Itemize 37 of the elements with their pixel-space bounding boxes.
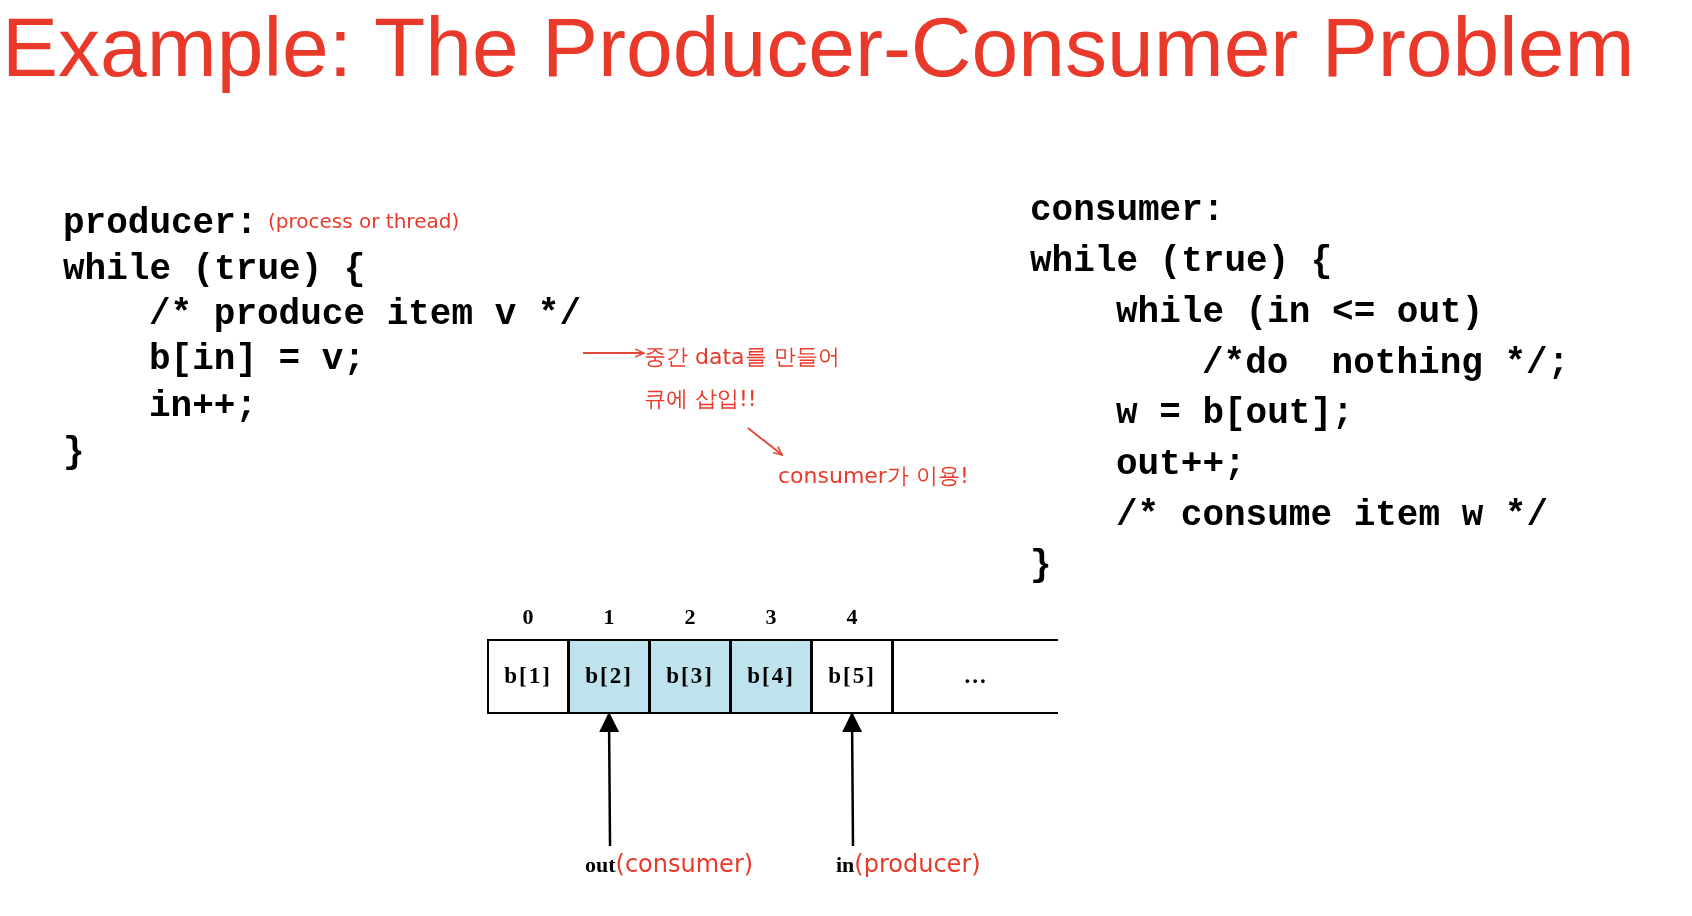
code-line: }: [1030, 546, 1052, 586]
code-line: while (true) {: [1030, 242, 1333, 282]
index-number: 1: [602, 604, 616, 630]
pointer-arrow: [582, 348, 645, 358]
buffer-tail: ...: [892, 639, 1058, 714]
pointer-label: in: [836, 851, 855, 879]
handwritten-note: consumer가 이용!: [778, 455, 993, 495]
index-number: 3: [764, 604, 778, 630]
code-line: w = b[out];: [1116, 394, 1354, 434]
slide-title: Example: The Producer-Consumer Problem: [2, 2, 1635, 92]
handwritten-note: 중간 data를 만들어 큐에 삽입!!: [644, 336, 859, 428]
buffer-cell: b[1]: [487, 639, 569, 714]
code-line: while (true) {: [63, 250, 366, 290]
code-line: /* produce item v */: [149, 295, 582, 335]
buffer-cell: b[4]: [730, 639, 812, 714]
code-line: b[in] = v;: [149, 340, 366, 380]
code-line: /* consume item w */: [1116, 496, 1549, 536]
arrow: [746, 427, 784, 456]
index-number: 0: [521, 604, 535, 630]
arrow: [599, 712, 620, 846]
handwritten-note: (consumer): [615, 849, 754, 880]
buffer-cell: b[5]: [811, 639, 893, 714]
code-line: consumer:: [1030, 191, 1225, 231]
arrow: [842, 712, 863, 846]
code-line: producer:: [63, 204, 258, 244]
code-line: /*do nothing */;: [1202, 344, 1570, 384]
buffer-cell: b[3]: [649, 639, 731, 714]
code-line: while (in <= out): [1116, 293, 1484, 333]
code-line: out++;: [1116, 445, 1246, 485]
index-number: 4: [845, 604, 859, 630]
buffer-cell: b[2]: [568, 639, 650, 714]
handwritten-note: (producer): [854, 849, 981, 880]
code-line: in++;: [149, 387, 258, 427]
code-line: }: [63, 433, 85, 473]
index-number: 2: [683, 604, 697, 630]
handwritten-note: (process or thread): [268, 208, 460, 234]
pointer-label: out: [585, 851, 616, 879]
